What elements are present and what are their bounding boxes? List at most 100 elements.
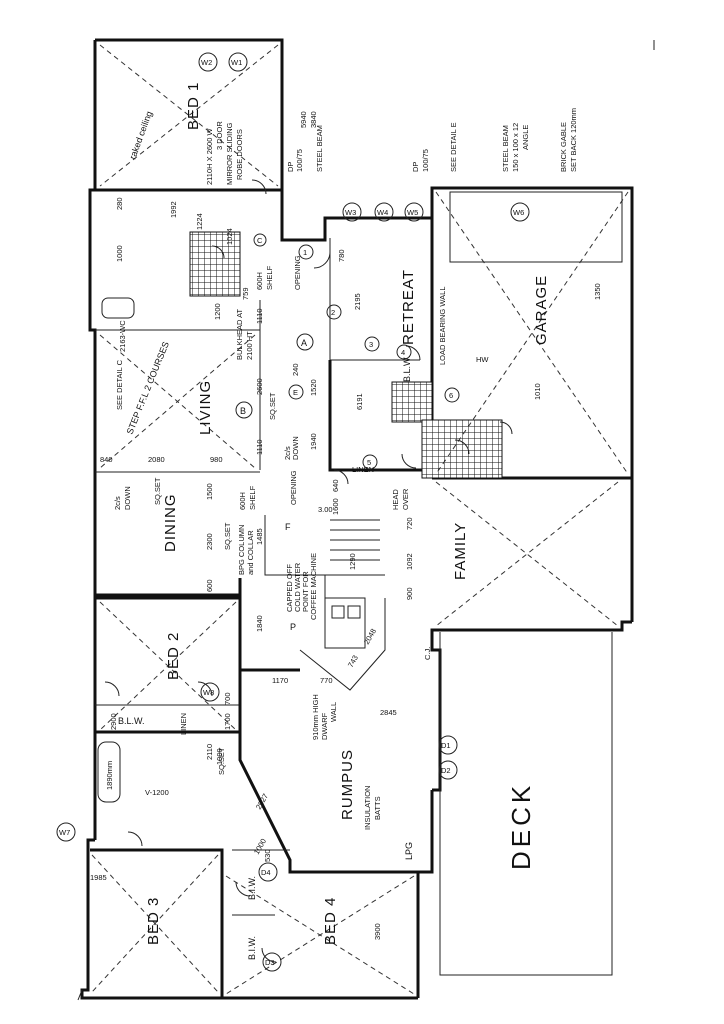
marker-5: 5 bbox=[367, 458, 371, 467]
window-w5: W5 bbox=[407, 208, 418, 217]
dim-1224: 1224 bbox=[195, 213, 204, 230]
note-see-detail-e: SEE DETAIL E bbox=[449, 122, 458, 172]
note-brick-gable-a: BRICK GABLE bbox=[559, 122, 568, 172]
dim-1500: 1500 bbox=[205, 483, 214, 500]
reference-markers: A B C E 1 2 3 4 5 6 bbox=[235, 233, 460, 470]
marker-2: 2 bbox=[331, 308, 335, 317]
note-opening-1: OPENING bbox=[293, 255, 302, 290]
window-w6: W6 bbox=[513, 208, 524, 217]
note-sqset-1: SQ.SET bbox=[153, 477, 162, 505]
dim-3840: 3840 bbox=[309, 111, 318, 128]
note-robe-doors-2: 3 DOOR bbox=[215, 121, 224, 150]
note-capped-a: CAPPED OFF bbox=[285, 564, 294, 612]
note-bulkhead-a: BULKHEAD AT bbox=[235, 308, 244, 360]
dim-1840: 1840 bbox=[255, 615, 264, 632]
window-w7: W7 bbox=[59, 828, 70, 837]
marker-c: C bbox=[257, 236, 263, 245]
note-robe-doors-4: ROBE DOORS bbox=[235, 129, 244, 180]
room-label-deck: DECK bbox=[506, 782, 536, 870]
room-labels: BED 1 LIVING DINING BED 2 BED 3 BED 4 RU… bbox=[145, 82, 550, 945]
marker-4: 4 bbox=[401, 348, 405, 357]
note-opening-2: OPENING bbox=[289, 470, 298, 505]
dim-1992: 1992 bbox=[169, 201, 178, 218]
garage-bay bbox=[449, 191, 623, 263]
dim-900: 900 bbox=[405, 587, 414, 600]
dim-240: 240 bbox=[291, 363, 300, 376]
marker-3: 3 bbox=[369, 340, 373, 349]
note-sqset-4: SQ.SET bbox=[217, 747, 226, 775]
note-dwarf-wall-a: 910mm HIGH bbox=[311, 694, 320, 740]
dim-1110a: 1110 bbox=[255, 308, 264, 324]
note-dp-1a: DP bbox=[286, 162, 295, 172]
note-dwarf-wall-c: WALL bbox=[329, 702, 338, 722]
room-label-bed1: BED 1 bbox=[185, 82, 202, 130]
note-insulation-a: INSULATION bbox=[363, 786, 372, 830]
room-label-bed3: BED 3 bbox=[145, 897, 162, 945]
dimensions: 5940 3840 1200 1110 759 2600 240 1520 19… bbox=[90, 111, 602, 940]
dim-2195: 2195 bbox=[353, 293, 362, 310]
bathtub bbox=[97, 297, 135, 803]
dim-530: 530 bbox=[263, 849, 272, 862]
note-bulkhead-b: 2100 HT bbox=[245, 331, 254, 360]
room-label-rumpus: RUMPUS bbox=[339, 749, 356, 820]
note-steel-beam-2c: ANGLE bbox=[521, 125, 530, 150]
dim-1520: 1520 bbox=[309, 379, 318, 396]
note-shelf-2b: SHELF bbox=[248, 485, 257, 510]
marker-e: E bbox=[293, 388, 298, 397]
dim-280: 280 bbox=[115, 197, 124, 210]
dim-2300: 2300 bbox=[205, 533, 214, 550]
dim-780: 780 bbox=[337, 249, 346, 262]
note-linen-1: LINEN bbox=[352, 465, 374, 474]
note-dp-2a: DP bbox=[411, 162, 420, 172]
window-markers: W1 W2 W3 W4 W5 W6 W7 W8 D1 D2 D3 D4 bbox=[56, 52, 530, 972]
dim-1290: 1290 bbox=[348, 553, 357, 570]
room-label-living: LIVING bbox=[197, 380, 214, 435]
note-robe-doors-3: MIRROR SLIDING bbox=[225, 122, 234, 185]
note-linen-2: LINEN bbox=[179, 713, 188, 735]
note-head-over-a: HEAD bbox=[391, 489, 400, 510]
note-wc: 2163-WC bbox=[118, 320, 127, 352]
dim-1010: 1010 bbox=[533, 383, 542, 400]
note-blw-2: B.L.W. bbox=[118, 716, 145, 726]
note-down-2a: 2c/s bbox=[283, 446, 292, 460]
window-w4: W4 bbox=[377, 208, 388, 217]
dim-840: 840 bbox=[100, 455, 113, 464]
room-label-family: FAMILY bbox=[452, 522, 469, 580]
door-d2: D2 bbox=[441, 766, 451, 775]
dim-300: 3.00 bbox=[318, 505, 333, 514]
note-sqset-2: SQ.SET bbox=[223, 522, 232, 550]
note-down-2b: DOWN bbox=[291, 436, 300, 460]
dim-1485: 1485 bbox=[255, 528, 264, 545]
dim-1000a: 1000 bbox=[215, 748, 224, 765]
note-head-over-b: OVER bbox=[401, 488, 410, 510]
interior-walls bbox=[90, 188, 632, 998]
dim-1350: 1350 bbox=[593, 283, 602, 300]
ceiling-diagonals bbox=[91, 44, 629, 995]
dim-1940: 1940 bbox=[309, 433, 318, 450]
note-down-1a: 2c/s bbox=[113, 496, 122, 510]
dim-5940: 5940 bbox=[299, 111, 308, 128]
marker-1: 1 bbox=[303, 248, 307, 257]
window-w1: W1 bbox=[231, 58, 242, 67]
room-label-bed2: BED 2 bbox=[165, 632, 182, 680]
door-d4: D4 bbox=[261, 868, 271, 877]
note-lpg: LPG bbox=[404, 842, 414, 860]
marker-6: 6 bbox=[449, 391, 453, 400]
note-column-b: and COLLAR bbox=[246, 530, 255, 575]
note-steel-beam-2b: 150 x 100 x 12 bbox=[511, 123, 520, 172]
dim-2845: 2845 bbox=[380, 708, 397, 717]
marker-b: B bbox=[240, 406, 246, 416]
dim-2600: 2600 bbox=[255, 378, 264, 395]
margin-marks bbox=[77, 40, 655, 1001]
dim-743: 743 bbox=[346, 654, 360, 669]
note-load-bearing: LOAD BEARING WALL bbox=[438, 287, 447, 366]
note-cj: C.J. bbox=[423, 647, 432, 660]
dim-1000c: 1000 bbox=[115, 245, 124, 262]
note-down-1b: DOWN bbox=[123, 486, 132, 510]
dim-1985: 1985 bbox=[90, 873, 107, 882]
dim-1110b: 1110 bbox=[255, 439, 264, 455]
dim-2110: 2110 bbox=[205, 744, 214, 760]
dim-2048: 2048 bbox=[362, 627, 378, 646]
dim-980: 980 bbox=[210, 455, 223, 464]
